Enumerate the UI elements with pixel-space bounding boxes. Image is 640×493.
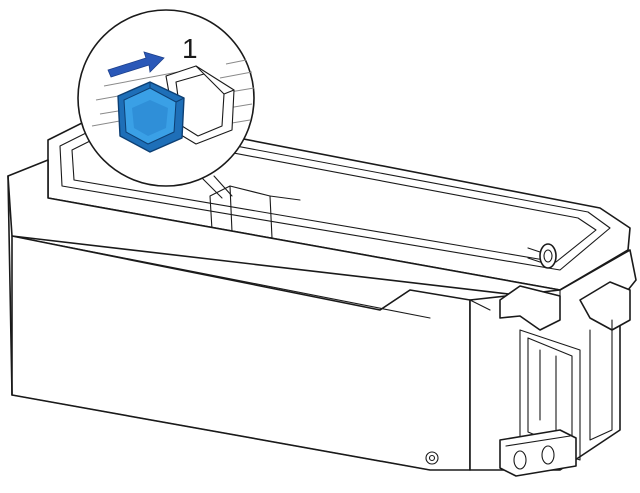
step-number: 1 — [182, 33, 198, 64]
latch-button-icon — [117, 81, 185, 153]
callout-zoom: 1 — [77, 9, 255, 199]
device-body — [7, 111, 637, 477]
push-direction-arrow-icon — [107, 51, 165, 78]
